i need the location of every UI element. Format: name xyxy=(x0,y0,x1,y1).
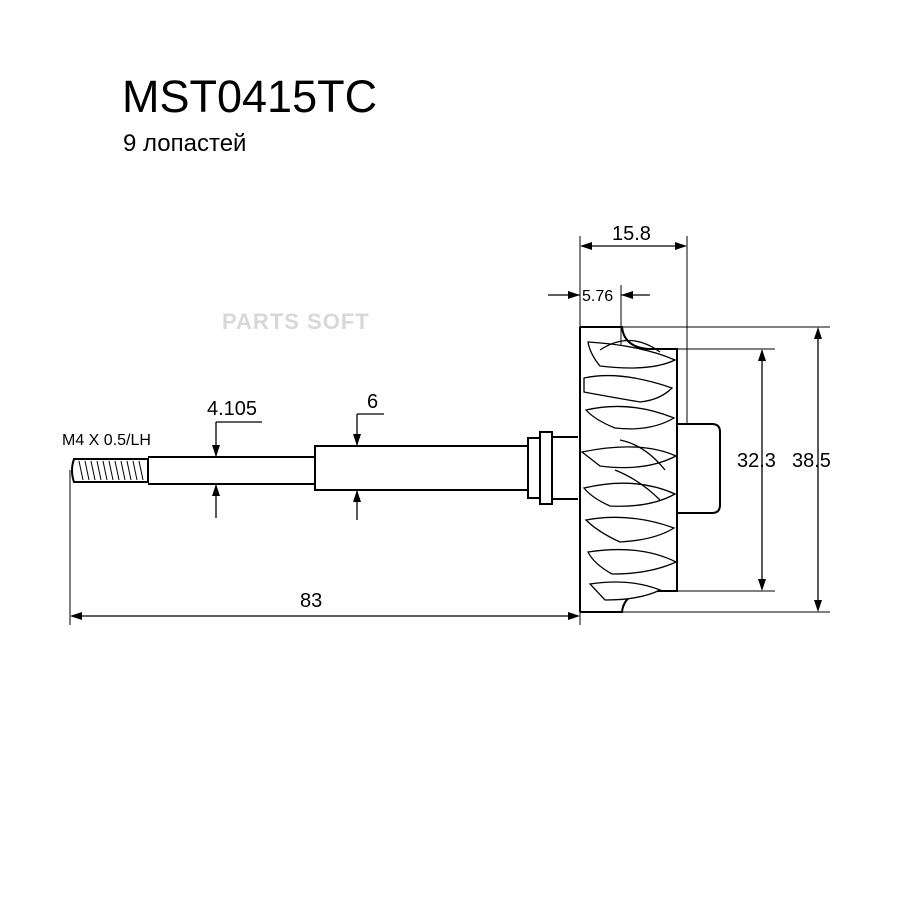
wheel-outline xyxy=(580,326,678,613)
wheel-width-value: 15.8 xyxy=(612,223,651,245)
overall-length-value: 83 xyxy=(300,590,322,612)
watermark-text: PARTS SOFT xyxy=(222,309,370,334)
threaded-end xyxy=(71,458,149,483)
wheel-nose xyxy=(677,423,721,514)
outer-diameter-value: 38.5 xyxy=(792,450,831,472)
part-number-title: MST0415TC xyxy=(122,71,377,122)
hub-neck xyxy=(552,436,578,500)
thin-shaft-diameter-value: 4.105 xyxy=(207,398,257,420)
main-shaft-section xyxy=(314,445,529,491)
hub-offset-value: 5.76 xyxy=(582,288,613,305)
thread-spec-label: M4 X 0.5/LH xyxy=(62,432,151,449)
inner-diameter-dimension: 32.3 xyxy=(677,348,776,592)
turbine-blades xyxy=(580,339,678,601)
thin-shaft-diameter-dimension: 4.105 xyxy=(207,398,262,518)
hub-offset-dimension: 5.76 xyxy=(548,285,650,345)
thread-hatching xyxy=(78,460,144,481)
inner-diameter-value: 32.3 xyxy=(737,450,776,472)
wheel-width-dimension: 15.8 xyxy=(579,223,688,424)
shaft-collar-1 xyxy=(527,437,541,499)
shaft xyxy=(71,431,578,505)
shaft-collar-2 xyxy=(539,431,553,505)
thin-shaft-section xyxy=(148,456,315,485)
shaft-diameter-value: 6 xyxy=(367,391,378,413)
outer-diameter-dimension: 38.5 xyxy=(622,326,831,613)
blade-count-subtitle: 9 лопастей xyxy=(123,130,246,157)
shaft-diameter-dimension: 6 xyxy=(353,391,384,520)
overall-length-dimension: 83 xyxy=(69,470,581,625)
turbine-wheel xyxy=(579,326,721,613)
